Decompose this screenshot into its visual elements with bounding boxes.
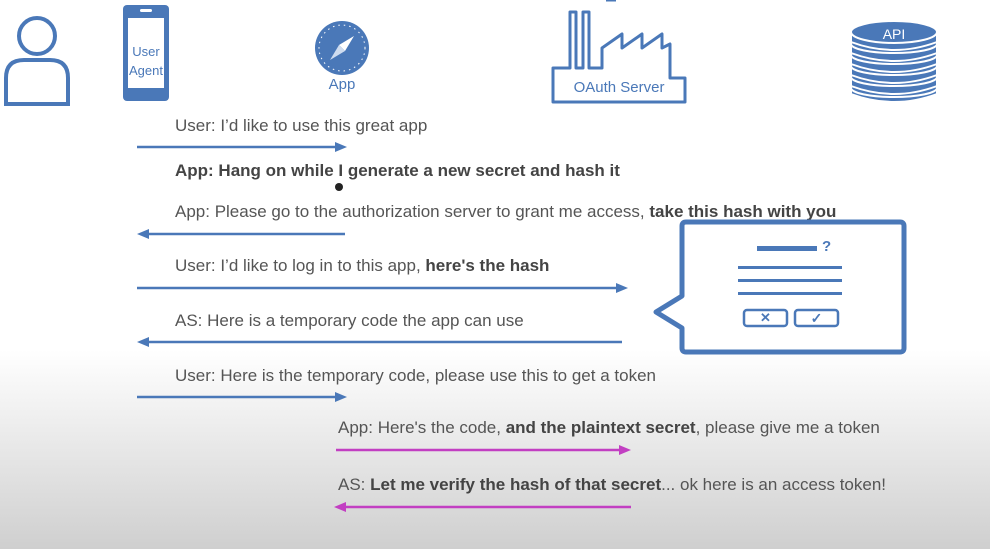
ok-button[interactable]: ✓ [810,310,823,326]
message-8: AS: Let me verify the hash of that secre… [338,475,886,495]
message-6-text: User: Here is the temporary code, please… [175,366,656,385]
arrow-6-user-to-app [137,392,347,402]
cursor-dot [335,183,343,191]
message-4-text: User: I’d like to log in to this app, [175,256,426,275]
message-2: App: Hang on while I generate a new secr… [175,161,620,181]
message-3-bold: take this hash with you [649,202,837,221]
arrow-8-as-to-app [334,502,631,512]
message-7-bold: and the plaintext secret [505,418,696,437]
login-dialog-bubble: ? ✕ ✓ [652,218,908,356]
message-2-bold: App: Hang on while I generate a new secr… [175,161,620,180]
message-6: User: Here is the temporary code, please… [175,366,656,386]
user-agent-label-line2: Agent [129,63,163,78]
message-5-text: AS: Here is a temporary code the app can… [175,311,524,330]
message-7: App: Here's the code, and the plaintext … [338,418,880,438]
arrow-4-user-to-as [137,283,628,293]
arrow-7-app-to-as [336,445,631,455]
message-3-text: App: Please go to the authorization serv… [175,202,650,221]
message-3: App: Please go to the authorization serv… [175,202,836,222]
api-label: API [882,26,906,42]
dialog-bubble-shape [653,219,907,355]
message-8-bold: Let me verify the hash of that secret [370,475,662,494]
message-4-bold: here's the hash [425,256,550,275]
phone-icon [123,5,169,101]
arrow-5-as-to-user [137,337,622,347]
message-8-text-after: ... ok here is an access token! [661,475,887,494]
message-7-text-after: , please give me a token [695,418,880,437]
arrow-3-app-to-user [137,229,345,239]
api-actor: API [850,18,938,104]
message-4: User: I’d like to log in to this app, he… [175,256,549,276]
cancel-button[interactable]: ✕ [760,310,771,325]
message-5: AS: Here is a temporary code the app can… [175,311,524,331]
app-label: App [328,76,356,93]
question-mark-icon: ? [822,238,832,255]
database-icon [850,20,938,103]
user-icon [4,16,70,106]
oauth-server-label: OAuth Server [573,79,665,96]
message-7-text-before: App: Here's the code, [338,418,506,437]
oauth-server-actor: OAuth Server [550,0,688,104]
message-1-text: User: I’d like to use this great app [175,116,428,135]
app-actor [314,20,370,76]
user-agent-label-line1: User [132,44,160,59]
user-agent-actor: User Agent [122,4,170,102]
compass-icon [315,21,369,75]
message-8-text-before: AS: [338,475,371,494]
factory-icon [551,0,687,104]
message-1: User: I’d like to use this great app [175,116,427,136]
user-actor [2,14,72,106]
arrow-1-user-to-app [137,142,347,152]
